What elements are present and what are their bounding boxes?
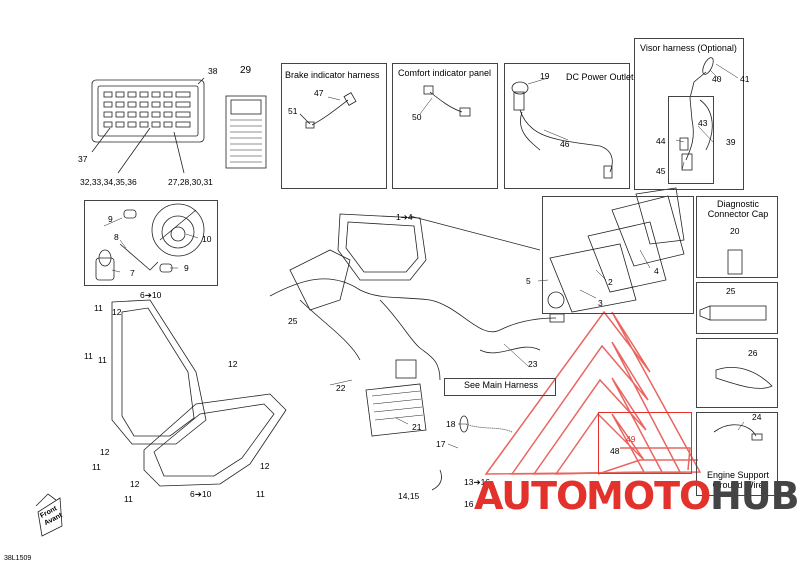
voltage-regulator (365, 383, 427, 437)
diag-title: Diagnostic Connector Cap (707, 199, 769, 219)
label-sheet-shape (225, 95, 267, 169)
callout-2: 2 (608, 277, 613, 287)
callout-51: 51 (288, 106, 298, 116)
callout-13-16: 13➔16 (464, 477, 491, 487)
bulb-box (84, 200, 218, 286)
headlight-left (111, 299, 207, 445)
visor-harness-title: Visor harness (Optional) (640, 43, 737, 53)
comfort-panel-title: Comfort indicator panel (398, 68, 492, 78)
callout-11b: 11 (84, 351, 93, 361)
callout-11f: 11 (256, 489, 265, 499)
main-harness (269, 278, 557, 333)
brake-harness-box (281, 63, 387, 189)
front-arrow (37, 497, 63, 537)
callout-12b: 12 (228, 359, 238, 369)
callout-43: 43 (698, 118, 708, 128)
headlight-right (143, 393, 287, 487)
callout-39: 39 (726, 137, 736, 147)
callout-50: 50 (412, 112, 422, 122)
dc-outlet-title: DC Power Outlet (566, 72, 634, 82)
callout-3: 3 (598, 298, 603, 308)
callout-9b: 9 (184, 263, 189, 273)
callout-9a: 9 (108, 214, 113, 224)
callout-48: 48 (610, 446, 620, 456)
grease-box (696, 282, 778, 334)
visor-harness-box (634, 38, 744, 190)
callout-29: 29 (240, 65, 252, 76)
callout-27-31: 27,28,30,31 (168, 177, 213, 187)
callout-38: 38 (208, 66, 218, 76)
callout-16: 16 (464, 499, 474, 509)
main-harness-note: See Main Harness (464, 380, 539, 390)
watermark-text: AUTO MOTO HUB (474, 474, 800, 520)
visor-inner-box (668, 96, 714, 184)
callout-24: 24 (752, 412, 762, 422)
strap-box (696, 338, 778, 408)
callout-21: 21 (412, 422, 422, 432)
grease-tube (709, 305, 767, 321)
callout-6-10a: 6➔10 (140, 290, 162, 300)
watermark-moto: MOTO (586, 474, 711, 518)
diag-cap-shape (727, 249, 743, 275)
watermark-auto: AUTO (474, 474, 588, 518)
callout-25a: 25 (288, 316, 298, 326)
callout-26: 26 (748, 348, 758, 358)
callout-11e: 11 (124, 494, 133, 504)
callout-46: 46 (560, 139, 570, 149)
engine-ground-title: Engine Support Ground Wire (706, 470, 770, 490)
fuse-box-shape (91, 79, 205, 143)
comfort-panel-box (392, 63, 498, 189)
callout-25b: 25 (726, 286, 736, 296)
instrument-cluster (337, 213, 427, 281)
callout-37: 37 (78, 154, 88, 164)
fuse-grid (103, 91, 191, 128)
brake-harness-title: Brake indicator harness (285, 70, 380, 80)
callout-22: 22 (336, 383, 346, 393)
callout-8: 8 (114, 232, 119, 242)
callout-4: 4 (654, 266, 659, 276)
cluster-box (542, 196, 694, 314)
dc-outlet-box (504, 63, 630, 189)
diag-box (696, 196, 778, 278)
callout-5: 5 (526, 276, 531, 286)
callout-11c: 11 (98, 355, 107, 365)
watermark-logo (484, 310, 702, 475)
callout-10: 10 (202, 234, 212, 244)
strap-shape (715, 367, 773, 389)
callout-44: 44 (656, 136, 666, 146)
callout-1-4: 1➔4 (396, 212, 413, 222)
callout-11d: 11 (92, 462, 101, 472)
callout-20: 20 (730, 226, 740, 236)
headlight-reflector (151, 203, 205, 257)
callout-12d: 12 (260, 461, 270, 471)
brake-harness-wire (311, 99, 349, 126)
key-switch-box (598, 412, 692, 474)
callout-40: 40 (712, 74, 722, 84)
callout-45: 45 (656, 166, 666, 176)
callout-47: 47 (314, 88, 324, 98)
callout-7: 7 (130, 268, 135, 278)
callout-11a: 11 (94, 303, 103, 313)
callout-6-10b: 6➔10 (190, 489, 212, 499)
main-harness-box (444, 378, 556, 396)
engine-ground-box (696, 412, 778, 496)
diagram-code: 38L1509 (4, 555, 32, 562)
callout-23: 23 (528, 359, 538, 369)
callout-32-36: 32,33,34,35,36 (80, 177, 137, 187)
callout-49: 49 (626, 434, 636, 444)
callout-19: 19 (540, 71, 550, 81)
callout-17: 17 (436, 439, 446, 449)
callout-18: 18 (446, 419, 456, 429)
callout-12a: 12 (112, 307, 122, 317)
watermark-hub: HUB (710, 474, 800, 518)
callout-12e: 12 (130, 479, 140, 489)
callout-12c: 12 (100, 447, 110, 457)
callout-41: 41 (740, 74, 750, 84)
callout-14-15: 14,15 (398, 491, 420, 501)
bulb-shape (95, 257, 115, 281)
